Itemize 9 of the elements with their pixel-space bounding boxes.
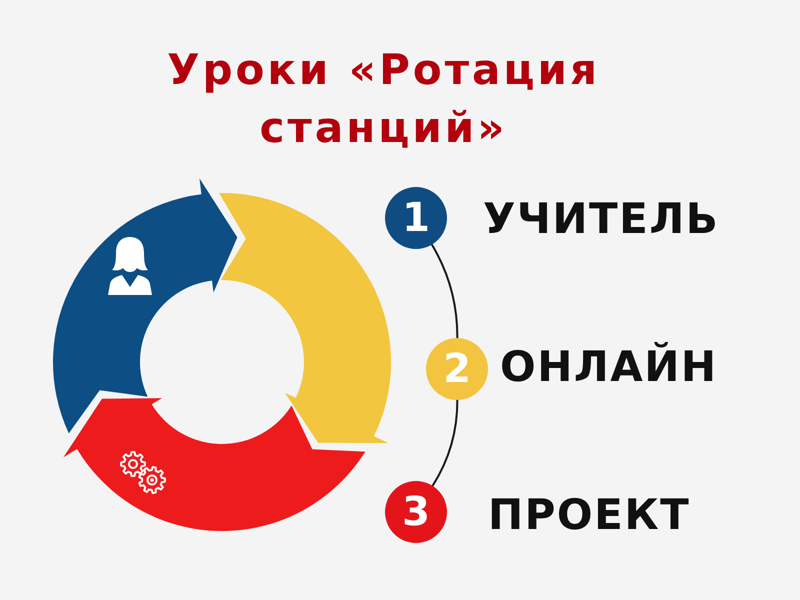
- step-number: 1: [402, 198, 430, 238]
- step-number: 3: [402, 492, 430, 532]
- title: Уроки «Ротация станций»: [166, 44, 601, 154]
- step-label: ПРОЕКТ: [488, 489, 690, 541]
- connector-line: [432, 399, 458, 487]
- connector-line: [430, 244, 458, 339]
- step-label: УЧИТЕЛЬ: [483, 193, 720, 245]
- step-label: ОНЛАЙН: [500, 341, 718, 393]
- step-number: 2: [443, 349, 471, 389]
